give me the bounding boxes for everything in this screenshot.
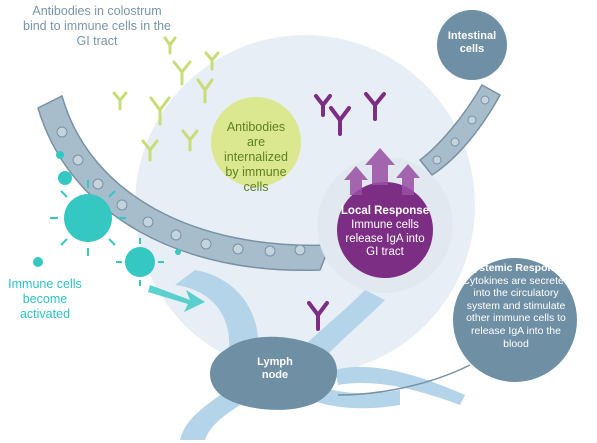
antibody-icons <box>112 36 220 162</box>
local-response-circle <box>337 182 433 278</box>
local-response-title: Local Response <box>340 205 430 217</box>
intestinal-cells-circle <box>437 10 507 80</box>
antibodies-internalized-circle <box>211 97 301 187</box>
lymph-vessels <box>175 270 465 440</box>
systemic-response-title: Systemic Response <box>466 262 566 274</box>
systemic-response-circle <box>453 258 577 382</box>
systemic-response-body: Cytokines are secreted into the circulat… <box>462 274 570 350</box>
label-immune-activated: Immune cells become activated <box>8 277 82 321</box>
local-response-body: Immune cells release IgA into GI tract <box>345 218 425 259</box>
intestinal-cell-row-right <box>432 95 490 165</box>
label-antibodies-bind: Antibodies in colostrum bind to immune c… <box>23 4 171 48</box>
label-lymph-node: Lymph node <box>257 356 293 382</box>
label-antibodies-internalized: Antibodies are internalized by immune ce… <box>224 120 288 194</box>
iga-icons <box>307 92 386 331</box>
activation-arrow <box>148 285 205 312</box>
activated-immune-cells <box>33 151 181 277</box>
immune-cell-spikes <box>50 180 164 286</box>
systemic-connector <box>337 364 471 396</box>
intestinal-wall-right <box>418 83 502 177</box>
local-response-text: Local Response Immune cells release IgA … <box>339 205 431 260</box>
release-arrows <box>344 148 420 195</box>
lymph-node-shape <box>210 336 337 410</box>
label-intestinal-cells: Intestinal cells <box>447 30 497 56</box>
intestinal-cell-row <box>56 126 306 257</box>
systemic-response-text: Systemic Response Cytokines are secreted… <box>460 262 572 350</box>
